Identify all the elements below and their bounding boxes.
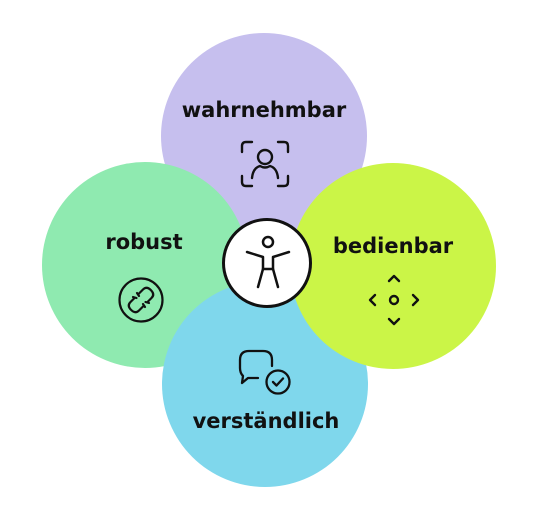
circle-bedienbar	[290, 163, 496, 369]
chat-check-icon	[238, 349, 291, 395]
label-wahrnehmbar: wahrnehmbar	[181, 98, 347, 122]
label-robust: robust	[105, 230, 183, 254]
center-badge	[222, 218, 312, 308]
accessibility-person-icon	[245, 235, 291, 289]
directional-pad-icon	[368, 274, 420, 326]
label-bedienbar: bedienbar	[332, 234, 454, 258]
label-verstandlich: verständlich	[192, 409, 340, 433]
broken-link-icon	[118, 277, 164, 323]
face-scan-icon	[240, 140, 290, 188]
